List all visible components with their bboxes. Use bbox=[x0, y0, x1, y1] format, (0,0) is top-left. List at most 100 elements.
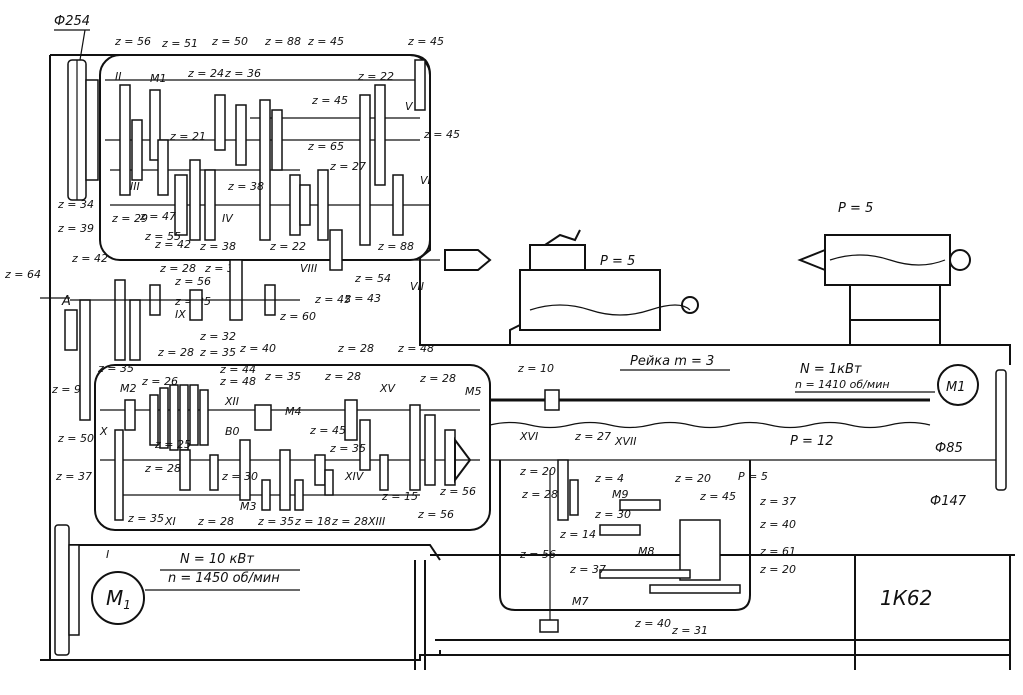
feedbox-gears bbox=[100, 384, 480, 521]
svg-text:z = 35: z = 35 bbox=[264, 370, 301, 383]
svg-text:z = 35: z = 35 bbox=[127, 512, 164, 525]
svg-text:z = 56: z = 56 bbox=[439, 485, 476, 498]
svg-text:z = 28: z = 28 bbox=[324, 370, 361, 383]
svg-text:M9: M9 bbox=[612, 488, 629, 501]
change-gears bbox=[40, 259, 300, 421]
svg-text:z = 28: z = 28 bbox=[337, 342, 374, 355]
headstock-gears bbox=[105, 59, 430, 271]
svg-text:z = 18: z = 18 bbox=[294, 515, 331, 528]
rack-label: Рейка m = 3 bbox=[630, 354, 714, 369]
svg-text:z = 38: z = 38 bbox=[199, 240, 236, 253]
top-slide-pitch: P = 5 bbox=[600, 254, 635, 269]
apron-gears: z = 27 z = 20 z = 28 z = 4 z = 20 z = 45… bbox=[510, 430, 796, 637]
svg-text:z = 36: z = 36 bbox=[224, 67, 261, 80]
tailstock: P = 5 bbox=[797, 201, 971, 346]
svg-text:z = 45: z = 45 bbox=[407, 35, 444, 48]
svg-text:P = 5: P = 5 bbox=[738, 470, 768, 483]
svg-text:z = 28: z = 28 bbox=[419, 372, 456, 385]
svg-text:z = 43: z = 43 bbox=[344, 292, 381, 305]
feedbox-box bbox=[94, 364, 491, 531]
svg-text:M7: M7 bbox=[572, 595, 589, 608]
apron-box bbox=[499, 460, 751, 611]
tailstock-pitch: P = 5 bbox=[838, 201, 873, 216]
svg-text:z = 27: z = 27 bbox=[574, 430, 611, 443]
svg-text:z = 28: z = 28 bbox=[144, 462, 181, 475]
headstock-box bbox=[99, 54, 431, 261]
svg-text:z = 4: z = 4 bbox=[594, 472, 624, 485]
svg-text:z = 45: z = 45 bbox=[311, 94, 348, 107]
svg-text:z = 48: z = 48 bbox=[219, 375, 256, 388]
svg-text:VIII: VIII bbox=[300, 262, 317, 275]
svg-text:z = 21: z = 21 bbox=[169, 130, 206, 143]
svg-text:IV: IV bbox=[222, 212, 234, 225]
svg-text:M4: M4 bbox=[285, 405, 302, 418]
svg-text:XVII: XVII bbox=[614, 435, 637, 448]
svg-text:z = 22: z = 22 bbox=[269, 240, 306, 253]
svg-text:II: II bbox=[115, 70, 122, 83]
svg-text:z = 56: z = 56 bbox=[114, 35, 151, 48]
svg-text:z = 39: z = 39 bbox=[57, 222, 94, 235]
svg-text:z = 44: z = 44 bbox=[219, 363, 256, 376]
spindle-center bbox=[350, 249, 492, 271]
svg-text:z = 34: z = 34 bbox=[57, 198, 94, 211]
svg-text:z = 31: z = 31 bbox=[671, 624, 708, 637]
svg-text:z = 60: z = 60 bbox=[279, 310, 316, 323]
svg-text:z = 20: z = 20 bbox=[674, 472, 711, 485]
svg-text:z = 28: z = 28 bbox=[157, 346, 194, 359]
svg-text:z = 54: z = 54 bbox=[354, 272, 391, 285]
main-motor: M1 N = 10 кВт n = 1450 об/мин I bbox=[54, 524, 300, 656]
svg-text:A: A bbox=[61, 294, 71, 309]
svg-text:VII: VII bbox=[410, 280, 424, 293]
shaft-i-label: I bbox=[106, 548, 109, 561]
leadscrew-pitch: P = 12 bbox=[790, 434, 834, 449]
svg-text:XI: XI bbox=[164, 515, 176, 528]
svg-text:z = 42: z = 42 bbox=[71, 252, 108, 265]
svg-text:IX: IX bbox=[175, 308, 186, 321]
svg-text:VI: VI bbox=[420, 174, 431, 187]
svg-text:z = 35: z = 35 bbox=[329, 442, 366, 455]
fast-motor-speed: n = 1410 об/мин bbox=[795, 378, 890, 391]
svg-text:z = 40: z = 40 bbox=[634, 617, 671, 630]
svg-text:B0: B0 bbox=[225, 425, 240, 438]
svg-text:z = 32: z = 32 bbox=[199, 330, 236, 343]
svg-text:z = 64: z = 64 bbox=[4, 268, 41, 281]
svg-text:z = 37: z = 37 bbox=[759, 495, 796, 508]
svg-text:z = 30: z = 30 bbox=[221, 470, 258, 483]
svg-text:XV: XV bbox=[379, 382, 397, 395]
svg-text:z = 51: z = 51 bbox=[161, 37, 198, 50]
main-motor-power: N = 10 кВт bbox=[180, 552, 254, 567]
svg-text:z = 47: z = 47 bbox=[139, 210, 176, 223]
svg-text:z = 50: z = 50 bbox=[57, 432, 94, 445]
fast-motor-power: N = 1кВт bbox=[800, 362, 862, 377]
svg-text:z = 28: z = 28 bbox=[197, 515, 234, 528]
svg-text:z = 38: z = 38 bbox=[227, 180, 264, 193]
spindle-pulley-label: Ф254 bbox=[54, 14, 90, 29]
svg-text:z = 28: z = 28 bbox=[159, 262, 196, 275]
headstock-labels: z = 56 z = 51 z = 50 z = 24 z = 36 z = 8… bbox=[4, 35, 460, 445]
fast-motor: M1 N = 1кВт n = 1410 об/мин Ф85 Ф147 bbox=[795, 362, 1007, 509]
svg-text:z = 56: z = 56 bbox=[519, 548, 556, 561]
svg-text:z = 35: z = 35 bbox=[199, 346, 236, 359]
svg-text:z = 40: z = 40 bbox=[759, 518, 796, 531]
svg-text:XVI: XVI bbox=[519, 430, 538, 443]
svg-text:z = 56: z = 56 bbox=[174, 275, 211, 288]
svg-text:z = 26: z = 26 bbox=[141, 375, 178, 388]
svg-text:z = 65: z = 65 bbox=[307, 140, 344, 153]
svg-text:z = 48: z = 48 bbox=[397, 342, 434, 355]
svg-text:z = 25: z = 25 bbox=[154, 438, 191, 451]
svg-text:z = 45: z = 45 bbox=[309, 424, 346, 437]
machine-model: 1К62 bbox=[880, 586, 932, 610]
svg-text:z = 95: z = 95 bbox=[51, 383, 88, 396]
svg-text:z = 42: z = 42 bbox=[154, 238, 191, 251]
svg-text:z = 55: z = 55 bbox=[144, 230, 181, 243]
svg-text:z = 24: z = 24 bbox=[187, 67, 224, 80]
svg-text:XIII: XIII bbox=[367, 515, 385, 528]
svg-text:M2: M2 bbox=[120, 382, 137, 395]
svg-text:z = 61: z = 61 bbox=[759, 545, 796, 558]
feedbox-labels: z = 35 z = 28 z = 32 z = 35 z = 40 z = 4… bbox=[55, 330, 637, 528]
svg-text:z = 20: z = 20 bbox=[519, 465, 556, 478]
svg-text:z = 37: z = 37 bbox=[569, 563, 606, 576]
svg-text:z = 88: z = 88 bbox=[377, 240, 414, 253]
